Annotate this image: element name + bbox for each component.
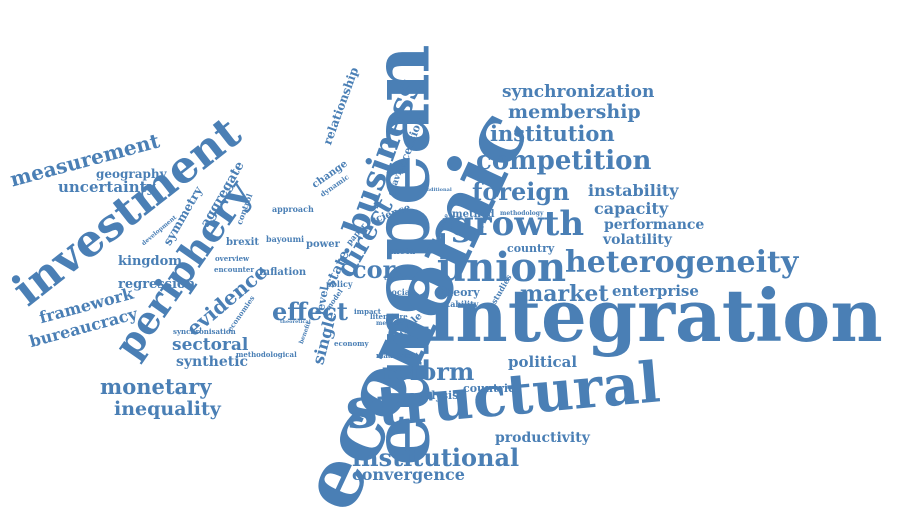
word-inflation: inflation [259, 267, 307, 278]
word-theory: theory [440, 286, 480, 299]
word-theoretical: theoretical [280, 319, 311, 325]
word-political: political [508, 353, 578, 371]
word-competition: competition [476, 146, 652, 176]
word-convergence: convergence [352, 465, 465, 484]
word-geography: geography [96, 167, 167, 181]
word-productivity: productivity [495, 430, 590, 446]
word-conditional: conditional [420, 187, 452, 193]
word-integration: integration [428, 273, 883, 358]
word-instability: instability [588, 181, 679, 200]
word-stability: stability [442, 299, 479, 309]
word-impact: impact [354, 307, 381, 316]
word-enterprise: enterprise [612, 282, 699, 300]
word-maastricht: maastricht [376, 351, 419, 360]
word-analysis: analysis [409, 389, 459, 402]
word-growth: growth [450, 204, 585, 244]
word-approach: approach [272, 204, 314, 214]
word-foreign: foreign [472, 177, 570, 206]
word-market: market [520, 281, 609, 307]
word-union: union [437, 244, 567, 291]
word-countrie: countrie [463, 382, 516, 395]
word-performance: performance [604, 217, 705, 233]
word-monetary: monetary [100, 374, 212, 399]
word-uncertainty: uncertainty [58, 178, 156, 196]
word-power: power [306, 239, 340, 250]
word-methodological: methodological [236, 350, 297, 359]
word-country: country [507, 242, 555, 255]
word-kingdom: kingdom [118, 254, 183, 269]
word-bayoumi: bayoumi [266, 234, 305, 244]
word-encounter: encounter [214, 265, 255, 274]
word-institution: institution [490, 121, 615, 146]
word-synthetic: synthetic [176, 354, 249, 370]
word-policy: policy [326, 279, 353, 289]
word-methodology: methodology [500, 210, 544, 217]
word-social: social [387, 287, 413, 297]
word-synchronisation: synchronisation [173, 327, 236, 336]
word-time: time [384, 275, 400, 282]
word-overview: overview [215, 254, 250, 263]
word-inequality: inequality [114, 398, 221, 420]
word-regression: regression [118, 277, 196, 292]
word-synchronization: synchronization [502, 82, 655, 102]
word-literature: literature [370, 312, 408, 321]
word-membership: membership [508, 101, 641, 123]
word-measure: measure [376, 320, 405, 327]
word-brexit: brexit [226, 237, 260, 248]
word-reform: reform [382, 357, 475, 386]
word-economy: economy [334, 339, 369, 348]
word-capacity: capacity [594, 199, 669, 218]
word-sectoral: sectoral [172, 335, 249, 355]
word-method: method [452, 209, 495, 220]
word-heterogeneity: heterogeneity [565, 245, 799, 280]
word-institutional: institutional [352, 443, 520, 472]
word-core: core [352, 255, 411, 284]
word-volatility: volatility [603, 232, 672, 248]
word-effect: effect [272, 297, 348, 326]
word-meta: meta [390, 247, 416, 257]
